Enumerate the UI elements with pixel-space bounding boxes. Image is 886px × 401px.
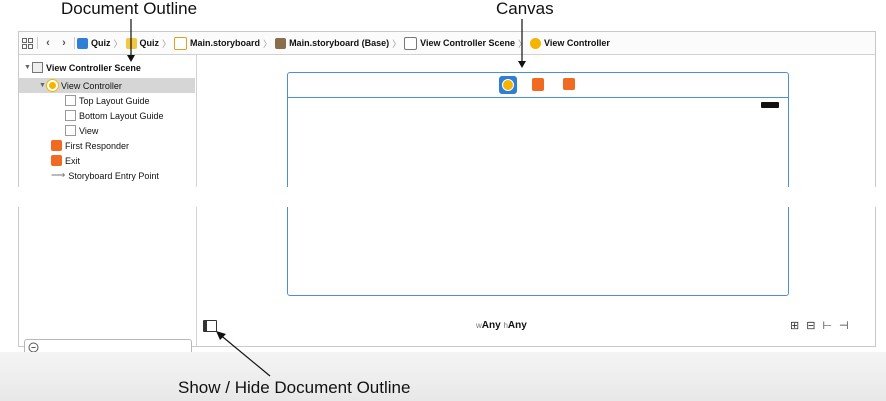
outline-row-entry-point[interactable]: ⟶ Storyboard Entry Point xyxy=(51,170,159,181)
show-hide-outline-button[interactable] xyxy=(203,320,217,332)
view-controller-icon xyxy=(530,37,541,49)
outline-row-exit[interactable]: Exit xyxy=(51,153,80,168)
toolbar-divider xyxy=(74,37,75,49)
scene-dock xyxy=(288,73,788,98)
outline-row-first-responder[interactable]: First Responder xyxy=(51,138,129,153)
disclosure-triangle-icon[interactable]: ▼ xyxy=(24,64,31,71)
outline-row-view-controller[interactable]: ▼ View Controller xyxy=(19,78,195,93)
window-bottom-strip xyxy=(0,352,886,401)
view-icon xyxy=(65,125,76,136)
breadcrumb-base[interactable]: Main.storyboard (Base) xyxy=(275,37,389,49)
forward-arrow-icon[interactable]: › xyxy=(62,37,66,49)
battery-icon xyxy=(761,102,779,108)
chevron-right-icon: 〉 xyxy=(263,38,273,49)
dock-view-controller-icon[interactable] xyxy=(499,76,517,94)
disclosure-triangle-icon[interactable]: ▼ xyxy=(39,82,46,89)
outline-row-bottom-layout-guide[interactable]: Bottom Layout Guide xyxy=(65,108,164,123)
outline-row-view[interactable]: View xyxy=(65,123,98,138)
chevron-right-icon: 〉 xyxy=(113,38,123,49)
canvas-callout: Canvas xyxy=(496,0,554,18)
breadcrumb-storyboard[interactable]: Main.storyboard xyxy=(174,36,260,50)
show-hide-arrowhead xyxy=(216,331,226,340)
chevron-right-icon: 〉 xyxy=(392,38,402,49)
scene-icon xyxy=(404,36,418,50)
first-responder-icon xyxy=(51,140,62,151)
base-localization-icon xyxy=(275,37,287,49)
show-hide-arrow xyxy=(217,332,271,377)
align-icon[interactable]: ⊞ xyxy=(790,320,800,332)
layout-guide-icon xyxy=(65,95,76,106)
project-icon xyxy=(77,37,88,49)
entry-arrow-icon: ⟶ xyxy=(51,170,66,181)
outline-row-top-layout-guide[interactable]: Top Layout Guide xyxy=(65,93,150,108)
layout-guide-icon xyxy=(65,110,76,121)
dock-exit-icon[interactable] xyxy=(563,78,575,90)
breadcrumb-scene[interactable]: View Controller Scene xyxy=(404,36,515,50)
jump-bar: ‹ › Quiz 〉 Quiz 〉 Main.storyboard 〉 Main… xyxy=(19,32,875,55)
toolbar-divider xyxy=(37,37,38,49)
dock-first-responder-icon[interactable] xyxy=(532,78,544,91)
view-controller-icon xyxy=(47,80,58,91)
exit-icon xyxy=(51,155,62,166)
sidebar-toggle-icon xyxy=(204,321,207,331)
document-outline-callout: Document Outline xyxy=(61,0,198,18)
resolve-issues-icon[interactable]: ⊢ xyxy=(822,320,833,332)
chevron-right-icon: 〉 xyxy=(162,38,172,49)
breadcrumb-project[interactable]: Quiz xyxy=(77,37,111,49)
breadcrumb-view-controller[interactable]: View Controller xyxy=(530,37,610,49)
cropped-gap xyxy=(0,187,886,207)
back-arrow-icon[interactable]: ‹ xyxy=(46,37,50,49)
show-hide-callout-overlay: Show / Hide Document Outline xyxy=(178,378,411,397)
size-class-control[interactable]: wAny hAny xyxy=(476,320,527,331)
document-outline-arrowhead xyxy=(127,55,135,62)
storyboard-file-icon xyxy=(174,36,188,50)
scene-icon xyxy=(32,62,43,73)
view-controller-frame[interactable] xyxy=(287,72,789,296)
resizing-icon[interactable]: ⊣ xyxy=(839,320,849,332)
pin-icon[interactable]: ⊟ xyxy=(806,320,816,332)
layout-toolbar: ⊞ ⊟ ⊢ ⊣ xyxy=(790,319,849,332)
related-items-icon[interactable] xyxy=(19,35,35,51)
canvas-arrowhead xyxy=(518,61,526,68)
outline-row-scene[interactable]: ▼ View Controller Scene xyxy=(24,62,141,73)
